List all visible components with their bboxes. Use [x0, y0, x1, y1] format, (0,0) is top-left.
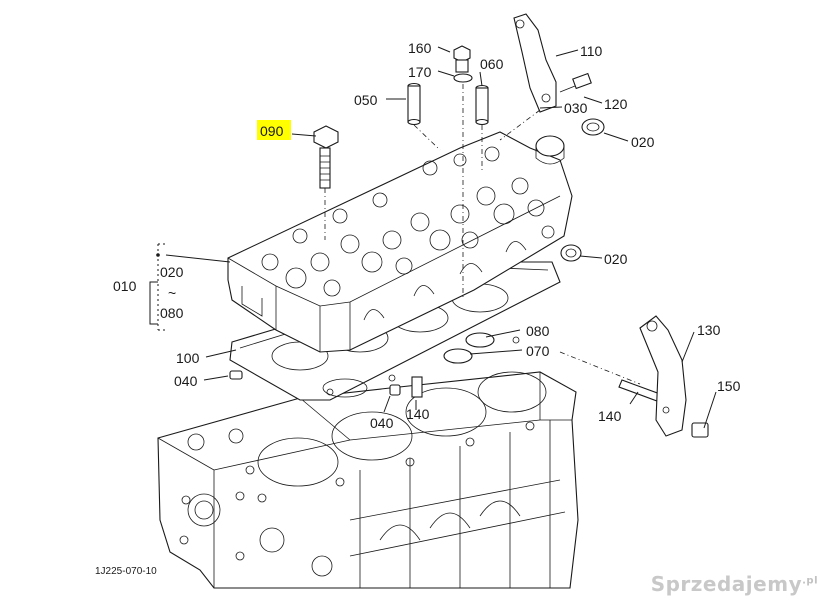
label-140-center: 140: [406, 406, 430, 422]
label-020-range: 020: [160, 264, 184, 280]
lifting-bracket-130: [639, 315, 687, 437]
label-060: 060: [480, 56, 504, 72]
lifting-bracket-110: [513, 13, 557, 113]
label-090: 090: [260, 123, 284, 139]
label-010: 010: [113, 278, 137, 294]
seal-020-mid: [560, 244, 582, 262]
dowel-pin-040-center: [389, 384, 401, 396]
dowel-pin-040-left: [229, 370, 243, 380]
label-080: 080: [526, 323, 550, 339]
engine-block: [157, 371, 579, 589]
part-labels: 160 110 170 060 050 030 120 090 020 020 …: [95, 40, 741, 577]
bolt-120: [559, 72, 592, 93]
plug-160: [453, 45, 471, 73]
washer-170: [453, 73, 473, 83]
label-120: 120: [604, 96, 628, 112]
valve-guide-060: [475, 84, 489, 126]
label-020-mid: 020: [604, 251, 628, 267]
label-030: 030: [564, 100, 588, 116]
label-tilde: ~: [168, 285, 176, 301]
plug-030: [535, 135, 565, 165]
label-160: 160: [408, 40, 432, 56]
seal-020-top: [581, 118, 605, 136]
label-100: 100: [176, 350, 200, 366]
leader-lines: [149, 46, 717, 429]
label-070: 070: [526, 343, 550, 359]
stud-140-right: [618, 379, 661, 402]
head-bolt-090: [313, 125, 339, 189]
valve-guide-050: [407, 82, 421, 126]
seal-070: [443, 348, 473, 364]
cylinder-head: [227, 131, 573, 353]
label-050: 050: [354, 92, 378, 108]
watermark: Sprzedajemy.pl: [651, 572, 818, 596]
label-150: 150: [717, 378, 741, 394]
watermark-suffix: .pl: [802, 575, 818, 587]
label-130: 130: [697, 322, 721, 338]
label-080-range: 080: [160, 305, 184, 321]
label-110: 110: [580, 43, 603, 59]
highlight-090: [257, 120, 291, 140]
nut-150: [691, 422, 709, 438]
stud-140-center: [411, 376, 423, 398]
label-040-left: 040: [174, 373, 198, 389]
label-170: 170: [408, 64, 432, 80]
watermark-text: Sprzedajemy: [650, 572, 803, 596]
diagram-code: 1J225-070-10: [95, 566, 157, 577]
seal-080: [465, 332, 495, 348]
label-140-right: 140: [598, 408, 622, 424]
label-040-center: 040: [370, 415, 394, 431]
label-020-top: 020: [631, 134, 655, 150]
